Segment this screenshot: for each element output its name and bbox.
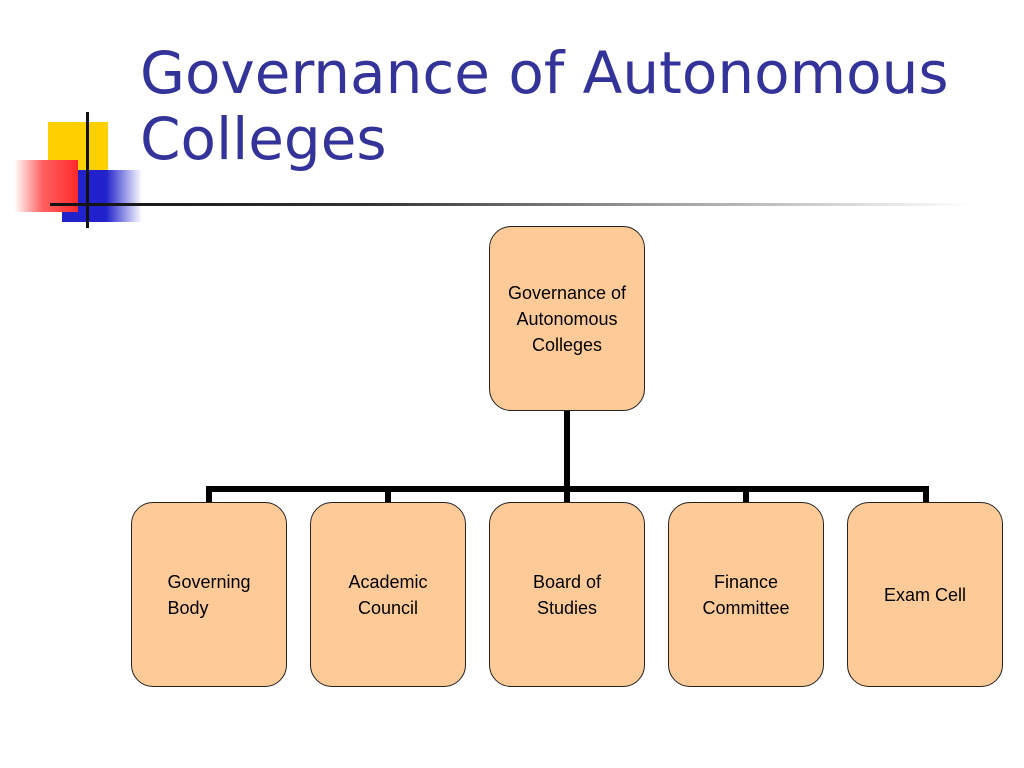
org-node-finance-committee: Finance Committee bbox=[668, 502, 824, 687]
title-underline bbox=[50, 203, 970, 206]
org-node-governing-body: Governing Body bbox=[131, 502, 287, 687]
org-node-academic-council-label: Academic Council bbox=[348, 571, 428, 618]
org-node-finance-committee-label: Finance Committee bbox=[702, 571, 790, 618]
decorative-vertical-line bbox=[86, 112, 89, 228]
org-node-exam-cell-label: Exam Cell bbox=[883, 584, 967, 605]
org-node-governing-body-label: Governing Body bbox=[167, 571, 251, 618]
org-node-academic-council: Academic Council bbox=[310, 502, 466, 687]
org-node-root: Governance of Autonomous Colleges bbox=[489, 226, 645, 411]
org-node-board-of-studies: Board of Studies bbox=[489, 502, 645, 687]
slide-title: Governance of Autonomous Colleges bbox=[140, 39, 949, 173]
org-node-root-label: Governance of Autonomous Colleges bbox=[507, 282, 627, 355]
org-node-exam-cell: Exam Cell bbox=[847, 502, 1003, 687]
org-node-board-of-studies-label: Board of Studies bbox=[532, 571, 602, 618]
